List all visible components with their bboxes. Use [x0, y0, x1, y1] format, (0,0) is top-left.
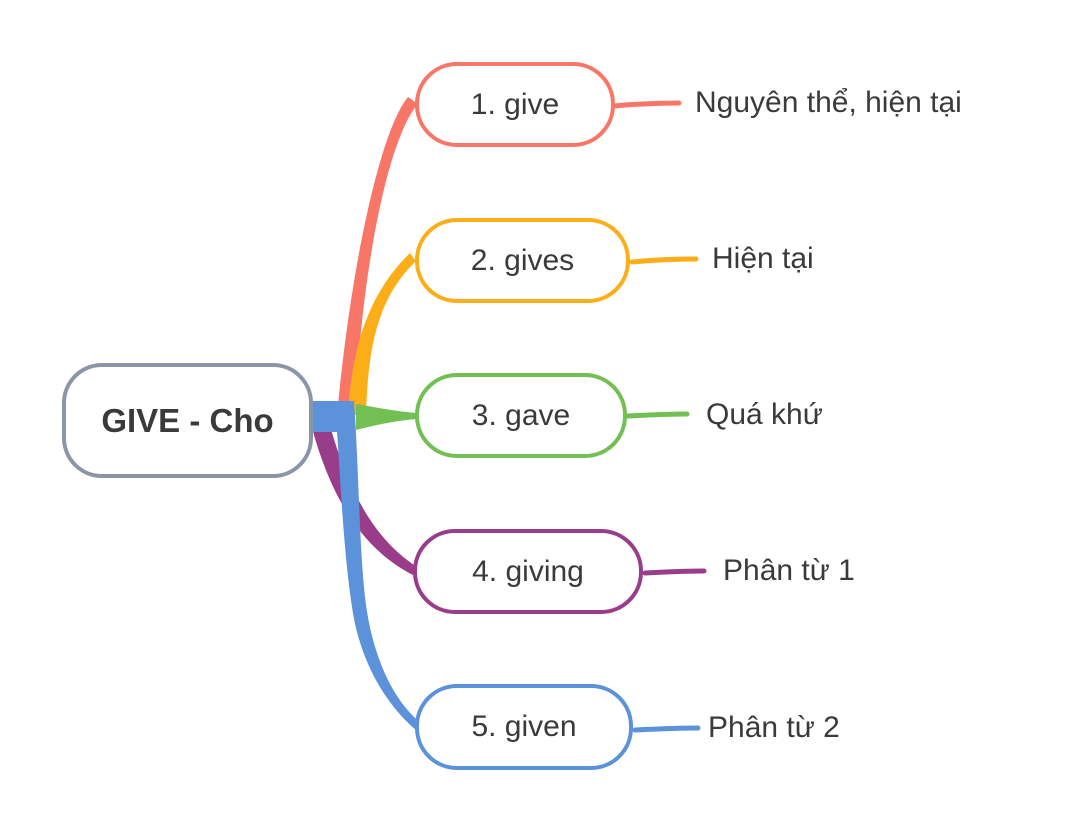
branch-curve-gives	[348, 253, 416, 415]
root-node[interactable]: GIVE - Cho	[62, 363, 313, 478]
label-connector-gave	[624, 411, 690, 419]
description-gives[interactable]: Hiện tại	[712, 242, 814, 275]
label-connector-gives	[629, 256, 699, 265]
node-give-label: 1. give	[470, 87, 560, 121]
branch-curve-giving	[312, 426, 417, 575]
description-gave[interactable]: Quá khứ	[706, 398, 823, 431]
label-connector-giving	[642, 568, 707, 576]
node-giving-label: 4. giving	[472, 554, 584, 588]
node-give[interactable]: 1. give	[415, 62, 615, 147]
description-given[interactable]: Phân từ 2	[708, 711, 840, 744]
node-gives[interactable]: 2. gives	[415, 218, 630, 303]
description-give[interactable]: Nguyên thể, hiện tại	[695, 86, 962, 119]
node-given[interactable]: 5. given	[415, 684, 633, 770]
node-giving[interactable]: 4. giving	[413, 529, 643, 614]
label-connector-give	[611, 100, 682, 109]
node-given-label: 5. given	[471, 710, 577, 743]
description-giving[interactable]: Phân từ 1	[723, 554, 855, 587]
root-node-label: GIVE - Cho	[101, 401, 274, 439]
label-connector-given	[632, 725, 701, 733]
branch-curve-gave	[356, 404, 418, 430]
node-gave[interactable]: 3. gave	[415, 373, 627, 458]
branch-curve-give	[337, 97, 418, 415]
node-gives-label: 2. gives	[470, 243, 575, 277]
node-gave-label: 3. gave	[471, 398, 571, 432]
